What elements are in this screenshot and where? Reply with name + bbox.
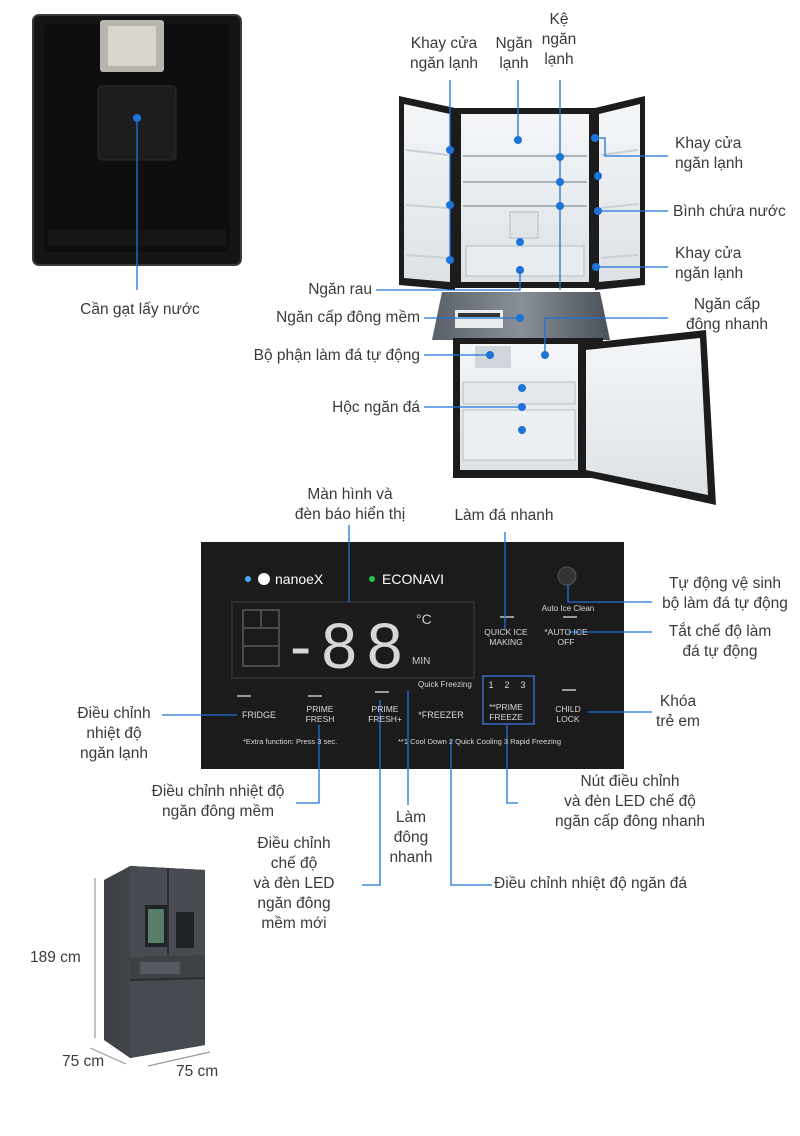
control-panel <box>201 542 624 769</box>
fridge-open-illustration <box>399 96 716 505</box>
label-prime-fresh-plus: Điều chỉnh chế độ và đèn LED ngăn đông m… <box>253 835 335 932</box>
freezer-text: *FREEZER <box>418 710 464 720</box>
extra-function-text: *Extra function: Press 3 sec. <box>243 737 337 746</box>
quick-freezing-text: Quick Freezing <box>418 680 472 689</box>
label-prime-freeze-led: Nút điều chỉnh và đèn LED chế độ ngăn cấ… <box>555 773 705 830</box>
dimension-height: 189 cm <box>30 949 81 966</box>
label-fridge-temp: Điều chỉnh nhiệt độ ngăn lạnh <box>77 705 151 762</box>
leader-lines <box>136 80 668 886</box>
label-water-tank: Bình chứa nước <box>673 203 786 220</box>
label-prime-fresh-temp: Điều chỉnh nhiệt độ ngăn đông mềm <box>151 783 285 820</box>
dimension-width: 75 cm <box>62 1053 105 1070</box>
label-vegetable-drawer: Ngăn rau <box>308 281 372 298</box>
min-text: MIN <box>412 656 430 667</box>
label-child-lock: Khóa trẻ em <box>656 693 700 730</box>
label-ice-drawer: Hộc ngăn đá <box>332 399 420 416</box>
dimension-lines <box>89 878 211 1067</box>
panel-text: nanoeX ECONAVI -88 °C MIN Auto Ice Clean… <box>242 571 594 746</box>
freeze-modes-text: **1 Cool Down 2 Quick Cooling 3 Rapid Fr… <box>398 737 561 746</box>
label-auto-ice-maker: Bộ phận làm đá tự động <box>253 347 420 364</box>
level-1: 1 <box>488 680 493 690</box>
label-door-tray-right-bottom: Khay cửa ngăn lạnh <box>675 245 744 282</box>
dimension-depth: 75 cm <box>176 1063 219 1080</box>
celsius-text: °C <box>416 611 432 627</box>
label-display: Màn hình và đèn báo hiển thị <box>294 486 406 523</box>
label-freezer-temp: Điều chỉnh nhiệt độ ngăn đá <box>494 875 688 892</box>
fridge-exterior-illustration <box>104 866 206 1058</box>
label-fridge-compartment: Ngăn lạnh <box>495 35 533 72</box>
auto-ice-clean-text: Auto Ice Clean <box>542 604 594 613</box>
label-quick-freezing: Làm đông nhanh <box>389 809 433 866</box>
level-3: 3 <box>520 680 525 690</box>
econavi-text: ECONAVI <box>382 571 444 587</box>
label-quick-ice: Làm đá nhanh <box>454 507 554 524</box>
label-soft-freeze: Ngăn cấp đông mềm <box>276 309 420 326</box>
callout-dots <box>133 114 602 434</box>
label-auto-ice-off: Tắt chế độ làm đá tự động <box>668 623 772 660</box>
level-2: 2 <box>504 680 509 690</box>
digits-text: -88 <box>290 610 413 682</box>
fridge-text: FRIDGE <box>242 710 276 720</box>
label-auto-ice-clean: Tự động vệ sinh bộ làm đá tự động <box>662 575 788 612</box>
label-door-tray-right-top: Khay cửa ngăn lạnh <box>675 135 744 172</box>
label-door-tray-left: Khay cửa ngăn lạnh <box>409 35 479 72</box>
label-quick-freeze-compartment: Ngăn cấp đông nhanh <box>686 296 768 333</box>
label-dispenser-lever: Cần gạt lấy nước <box>80 301 200 318</box>
nanoe-text: nanoeX <box>275 571 324 587</box>
label-fridge-shelf: Kệ ngăn lạnh <box>541 11 577 68</box>
